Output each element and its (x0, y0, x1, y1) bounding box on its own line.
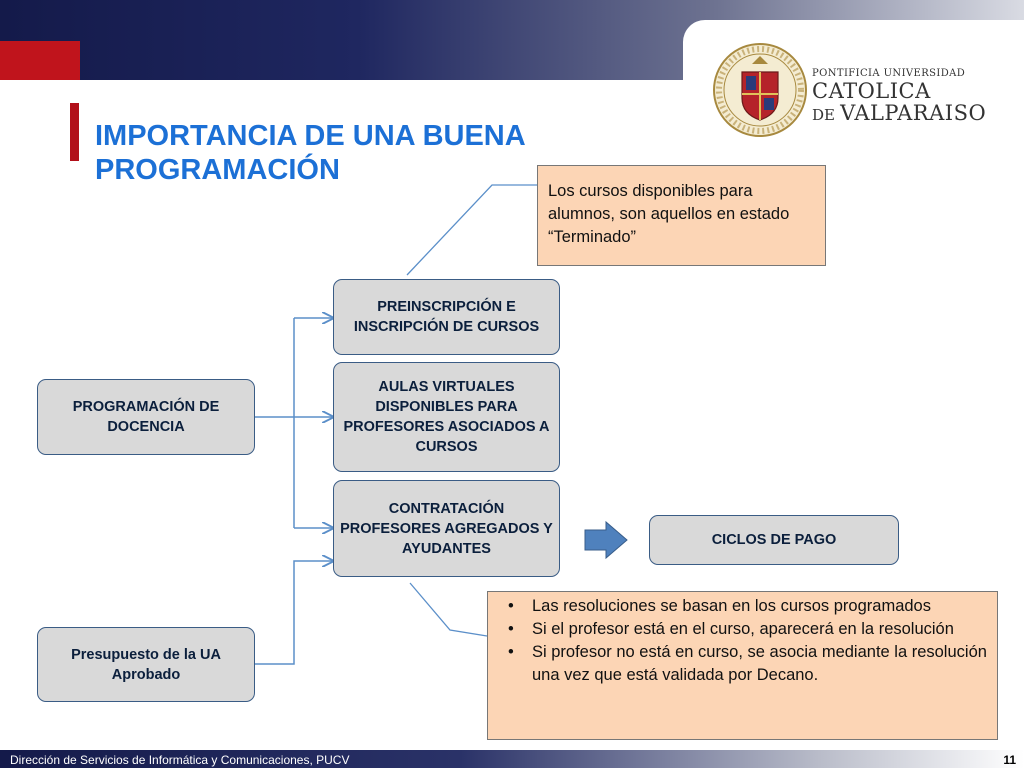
node-preinscripcion: PREINSCRIPCIÓN E INSCRIPCIÓN DE CURSOS (333, 279, 560, 355)
bullet-icon: • (508, 643, 514, 661)
university-seal-icon (713, 43, 807, 137)
note-bullet-text: Si profesor no está en curso, se asocia … (532, 643, 987, 684)
note-cursos-disponibles: Los cursos disponibles para alumnos, son… (537, 165, 826, 266)
note-bullet-list: • Las resoluciones se basan en los cursos… (498, 595, 989, 687)
page-title-line2: PROGRAMACIÓN (95, 154, 340, 186)
university-name: PONTIFICIA UNIVERSIDAD CATOLICA DE VALPA… (812, 68, 986, 126)
note-resoluciones: • Las resoluciones se basan en los cursos… (487, 591, 998, 740)
page-title: IMPORTANCIA DE UNA BUENA PROGRAMACIÓN (95, 119, 655, 187)
block-arrow-to-ciclos (584, 520, 628, 560)
university-name-prefix: DE (812, 106, 835, 124)
university-name-line2: CATOLICA (812, 79, 931, 103)
note-bullet-text: Las resoluciones se basan en los cursos … (532, 597, 931, 615)
node-aulas-virtuales: AULAS VIRTUALES DISPONIBLES PARA PROFESO… (333, 362, 560, 472)
university-name-main: VALPARAISO (840, 101, 987, 125)
node-ciclos-pago: CICLOS DE PAGO (649, 515, 899, 565)
node-presupuesto: Presupuesto de la UA Aprobado (37, 627, 255, 702)
university-name-line1: PONTIFICIA UNIVERSIDAD (812, 68, 966, 79)
footer-text: Dirección de Servicios de Informática y … (10, 753, 350, 767)
footer-bar: Dirección de Servicios de Informática y … (0, 750, 1024, 768)
connector-docencia-trunk (255, 318, 295, 528)
bullet-icon: • (508, 597, 514, 615)
callout-line-bottom (409, 582, 488, 637)
note-bullet-item: • Las resoluciones se basan en los cursos… (498, 595, 989, 618)
title-accent-bar (70, 103, 79, 161)
note-bullet-item: • Si profesor no está en curso, se asocia… (498, 641, 989, 687)
callout-line-top (406, 184, 537, 276)
page-number: 11 (1003, 753, 1016, 767)
header-red-accent (0, 41, 80, 80)
page-title-line1: IMPORTANCIA DE UNA BUENA (95, 120, 526, 152)
node-contratacion: CONTRATACIÓN PROFESORES AGREGADOS Y AYUD… (333, 480, 560, 577)
bullet-icon: • (508, 620, 514, 638)
note-bullet-text: Si el profesor está en el curso, aparece… (532, 620, 954, 638)
node-programacion-docencia: PROGRAMACIÓN DE DOCENCIA (37, 379, 255, 455)
connector-presupuesto (255, 561, 333, 665)
university-name-line3: DE VALPARAISO (812, 102, 986, 126)
note-bullet-item: • Si el profesor está en el curso, aparec… (498, 618, 989, 641)
